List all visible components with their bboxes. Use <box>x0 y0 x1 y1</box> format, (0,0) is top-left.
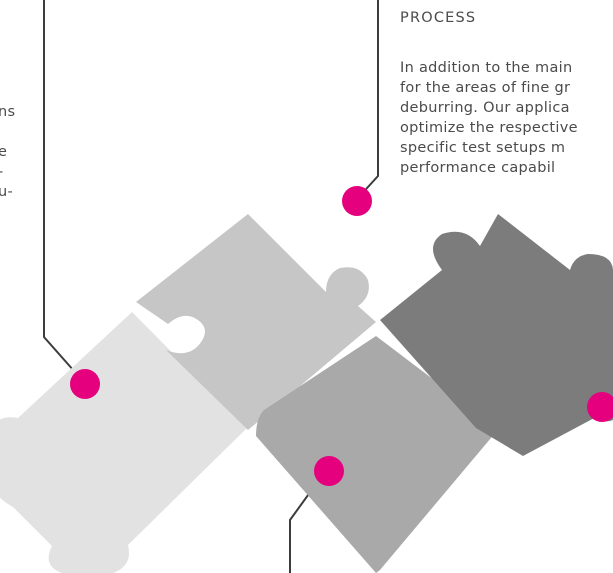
process-body-line: In addition to the main <box>400 60 573 76</box>
process-body-line: specific test setups m <box>400 140 566 156</box>
left-text-line: - <box>0 162 38 182</box>
process-body: In addition to the main for the areas of… <box>400 58 613 178</box>
connector-line-top <box>356 0 379 200</box>
connector-line-left <box>43 0 83 381</box>
process-body-line: deburring. Our applica <box>400 100 570 116</box>
puzzle-piece-light <box>0 312 247 573</box>
puzzle-piece-dark <box>380 214 613 456</box>
left-text-line: ns <box>0 104 16 120</box>
accent-dot-top <box>342 186 372 216</box>
left-text-line: e <box>0 144 8 160</box>
accent-dot-left <box>70 369 100 399</box>
process-body-line: for the areas of fine gr <box>400 80 571 96</box>
process-heading: PROCESS <box>400 10 477 26</box>
puzzle-piece-mid <box>256 336 496 573</box>
accent-dot-bottom <box>314 456 344 486</box>
process-body-line: performance capabil <box>400 160 556 176</box>
left-text-line: u- <box>0 184 14 200</box>
left-text-line <box>0 122 38 142</box>
accent-dot-right <box>587 392 613 422</box>
process-body-line: optimize the respective <box>400 120 578 136</box>
puzzle-piece-mid-light <box>136 214 376 430</box>
left-text-column: ns e - u- <box>0 102 38 202</box>
